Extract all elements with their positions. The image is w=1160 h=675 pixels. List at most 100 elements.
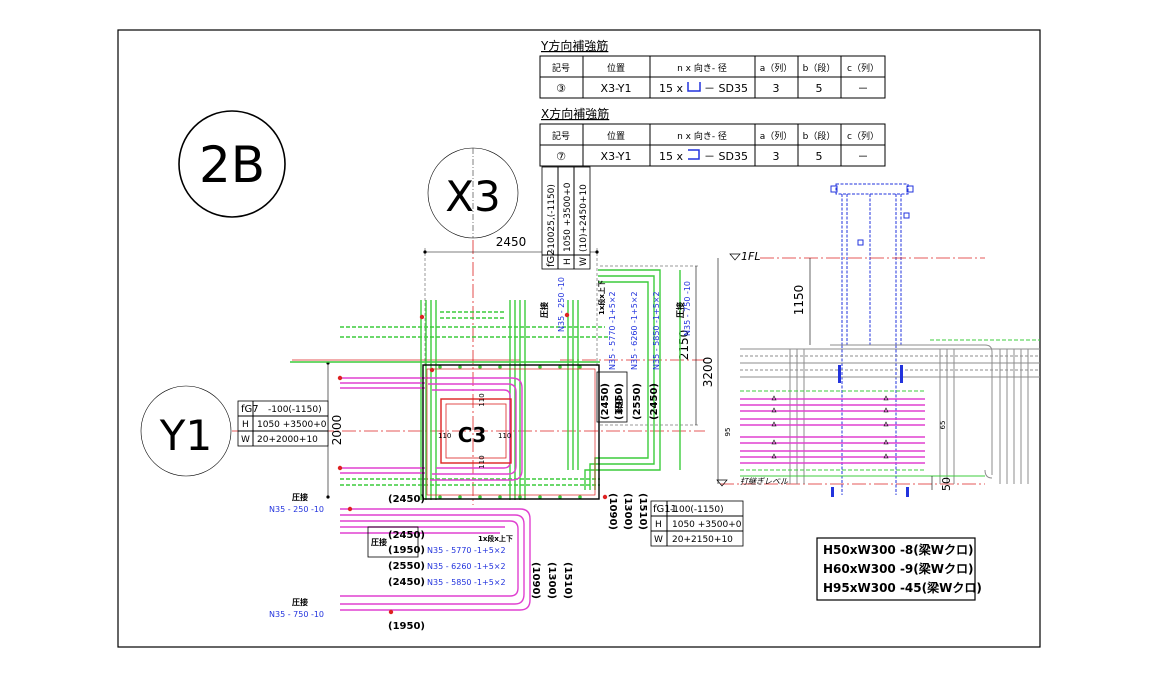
beam-h: 1050 +3500+0	[563, 182, 573, 252]
legend-item: H50xW300 -8(梁Wクロ)	[823, 542, 973, 557]
beam-w-label: W	[579, 257, 589, 266]
beam-w: (10)+2450+10	[579, 184, 589, 252]
bar-length: (1300)	[546, 562, 557, 599]
rebar-label: N35 - 5770 -1+5×2	[608, 291, 617, 370]
bar-length: (2550)	[632, 383, 643, 420]
rebar-labels-lower: 圧接 N35 - 250 -10 圧接 N35 - 750 -10 (2450)…	[269, 492, 573, 632]
dim-110: 110	[438, 432, 451, 440]
legend-item: H95xW300 -45(梁Wクロ)	[823, 580, 982, 595]
rebar-label: N35 - 6260 -1+5×2	[630, 291, 639, 370]
table-header: 記号	[552, 130, 570, 142]
x-direction-rebars	[290, 269, 681, 500]
beam-level: -10025,(-1150)	[547, 184, 557, 252]
bar-length: (1510)	[637, 493, 648, 530]
dim-65: 65	[939, 421, 947, 430]
table-header: c（列）	[847, 62, 879, 74]
table-cell: ⑦	[556, 150, 566, 163]
beam-w-label: W	[654, 535, 663, 545]
table-cell: 3	[773, 150, 780, 163]
table-cell: X3-Y1	[601, 150, 632, 163]
c-shape-icon	[688, 149, 700, 160]
beam-h: 1050 +3500+0	[672, 520, 742, 530]
table-header: b（段）	[803, 130, 836, 142]
drawing-frame	[117, 29, 1041, 648]
grid-x3-label: X3	[445, 172, 501, 221]
splice-label: 圧接	[292, 597, 308, 607]
table-cell: 5	[816, 150, 823, 163]
table-header: a（列）	[760, 62, 793, 74]
dimension-2000: 2000	[326, 361, 344, 499]
table-header: a（列）	[760, 130, 793, 142]
dim-3200: 3200	[701, 357, 715, 388]
legend-box: H50xW300 -8(梁Wクロ) H60xW300 -9(梁Wクロ) H95x…	[816, 537, 982, 601]
beam-h: 1050 +3500+0	[257, 420, 327, 430]
y-direction-rebar-table: Y方向補強筋 記号 位置 n x 向き- 径 a（列） b（段） c（列） ③ …	[539, 38, 886, 99]
grid-x3: X3	[427, 147, 519, 239]
table-cell: 3	[773, 82, 780, 95]
level-marker-icon	[729, 253, 741, 261]
bar-length: (2450)	[600, 383, 611, 420]
bar-length: (2450)	[388, 494, 425, 505]
beam-name: fG2	[546, 249, 557, 267]
splice-label: 圧接	[539, 302, 549, 318]
beam-fg11-box: fG11 -100(-1150) H 1050 +3500+0 W 20+215…	[650, 500, 744, 547]
section-view: 3200 1150 50 95 65 1FL 打継ぎレベル	[701, 183, 1040, 497]
fl-label: 1FL	[741, 250, 760, 263]
beam-fg2-box: fG2 -10025,(-1150) H 1050 +3500+0 W (10)…	[541, 166, 591, 270]
beam-name: fG11	[653, 504, 677, 515]
table-cell: －	[858, 82, 869, 95]
beam-w-label: W	[241, 435, 250, 445]
drawing-id-bubble: 2B	[178, 110, 286, 218]
beam-fg7-box: fG7 -100(-1150) H 1050 +3500+0 W 20+2000…	[237, 400, 329, 447]
bar-length: (2450)	[388, 577, 425, 588]
bar-length: (1950)	[388, 621, 425, 632]
dim-1150: 1150	[792, 285, 806, 316]
rebar-label: N35 - 250 -10	[269, 505, 324, 514]
bar-length: (1090)	[530, 562, 541, 599]
rebar-label: N35 - 5850 -1+5×2	[652, 291, 661, 370]
splice-label: 圧接	[371, 537, 387, 547]
bar-length: (1950)	[614, 383, 625, 420]
bar-length: (1510)	[562, 562, 573, 599]
beam-name: fG7	[241, 404, 259, 415]
rebar-label: N35 - 250 -10	[557, 277, 566, 332]
dim-110: 110	[498, 432, 511, 440]
table-cell: －	[858, 150, 869, 163]
rebar-label: 1x段x上下	[597, 280, 606, 315]
legend-item: H60xW300 -9(梁Wクロ)	[823, 561, 973, 576]
splice-dots	[337, 312, 608, 615]
dim-2450: 2450	[496, 235, 527, 249]
rebar-label: N35 - 5770 -1+5×2	[427, 546, 506, 555]
y-direction-rebars	[340, 377, 531, 611]
rebar-dots	[438, 365, 582, 499]
beam-w: 20+2000+10	[257, 435, 318, 445]
beam-h-label: H	[655, 520, 662, 530]
table-cell: － SD35	[704, 150, 748, 163]
u-shape-icon	[687, 82, 701, 92]
dim-2000: 2000	[330, 415, 344, 446]
x-direction-rebar-table: X方向補強筋 記号 位置 n x 向き- 径 a（列） b（段） c（列） ⑦ …	[539, 106, 886, 167]
bar-length: (1300)	[622, 493, 633, 530]
grid-y1-label: Y1	[159, 411, 212, 460]
table-cell: 15 x	[659, 82, 683, 95]
table-header: n x 向き- 径	[677, 62, 727, 74]
beam-h-label: H	[563, 258, 573, 265]
table-header: 位置	[607, 130, 625, 142]
table-title: Y方向補強筋	[540, 38, 608, 53]
column-label: C3	[458, 423, 487, 447]
dim-110: 110	[478, 455, 486, 468]
dim-95: 95	[724, 428, 732, 437]
level-marker-icon	[716, 479, 728, 487]
dim-50: 50	[940, 477, 953, 491]
dim-110: 110	[478, 393, 486, 406]
beam-level: -100(-1150)	[670, 505, 724, 515]
table-cell: 5	[816, 82, 823, 95]
table-cell: 15 x	[659, 150, 683, 163]
table-header: 記号	[552, 62, 570, 74]
rebar-labels-upper: 圧接 N35 - 250 -10 1x段x上下 N35 - 5770 -1+5×…	[539, 277, 692, 530]
table-header: c（列）	[847, 130, 879, 142]
splice-label: 圧接	[614, 398, 624, 414]
bar-length: (2450)	[649, 383, 660, 420]
rebar-label: N35 - 5850 -1+5×2	[427, 578, 506, 587]
